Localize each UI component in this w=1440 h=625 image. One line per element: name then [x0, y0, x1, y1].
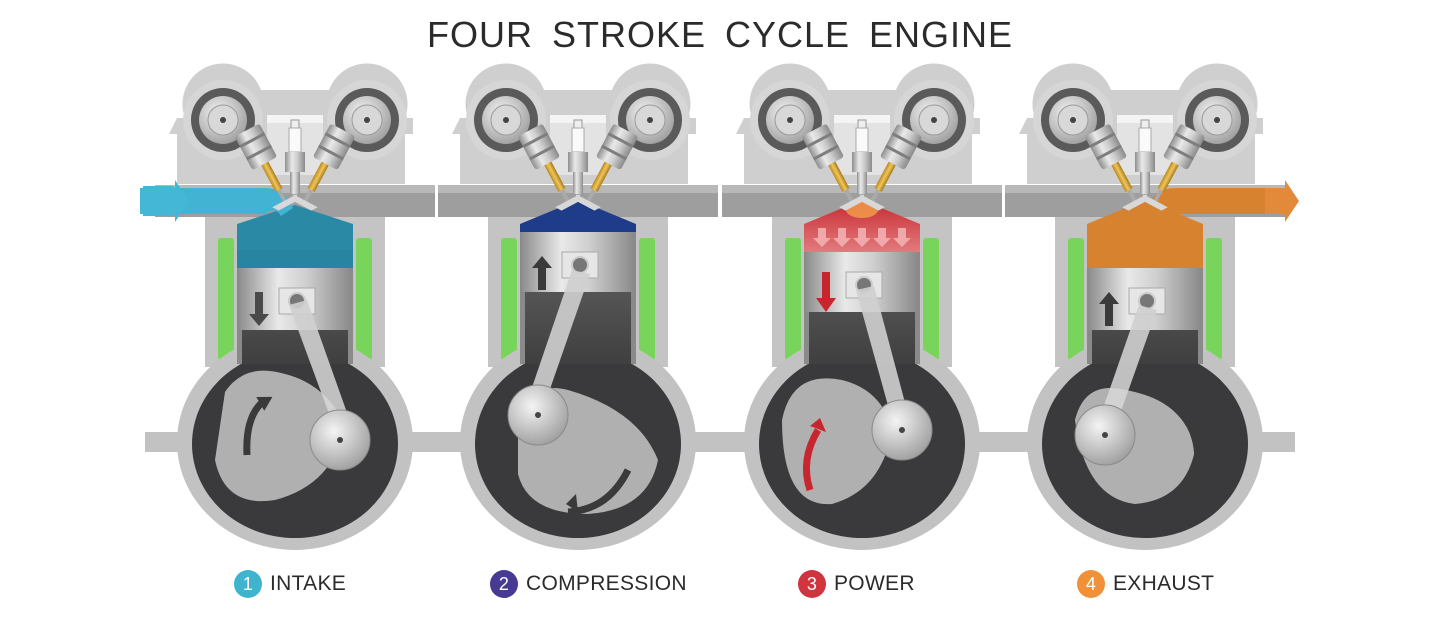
stroke-label-text: COMPRESSION — [526, 572, 687, 595]
engine-power — [712, 63, 1012, 551]
exhaust-flow-arrow — [1265, 180, 1299, 222]
stroke-label-exhaust: 4 EXHAUST — [1077, 570, 1214, 598]
stroke-label-text: EXHAUST — [1113, 572, 1215, 595]
stroke-label-text: POWER — [834, 572, 915, 595]
stroke-number-badge: 4 — [1077, 570, 1105, 598]
diagram-title: FOUR STROKE CYCLE ENGINE — [426, 14, 1014, 55]
stroke-label-power: 3 POWER — [798, 570, 915, 598]
stroke-number-badge: 3 — [798, 570, 826, 598]
stroke-label-intake: 1 INTAKE — [234, 570, 346, 598]
stroke-number-badge: 1 — [234, 570, 262, 598]
engine-intake — [143, 63, 445, 551]
engine-exhaust — [995, 63, 1295, 551]
intake-flow-arrow — [140, 180, 189, 222]
engine-compression — [428, 63, 728, 551]
stroke-number-badge: 2 — [490, 570, 518, 598]
stroke-label-text: INTAKE — [270, 572, 347, 595]
stroke-label-compression: 2 COMPRESSION — [490, 570, 687, 598]
